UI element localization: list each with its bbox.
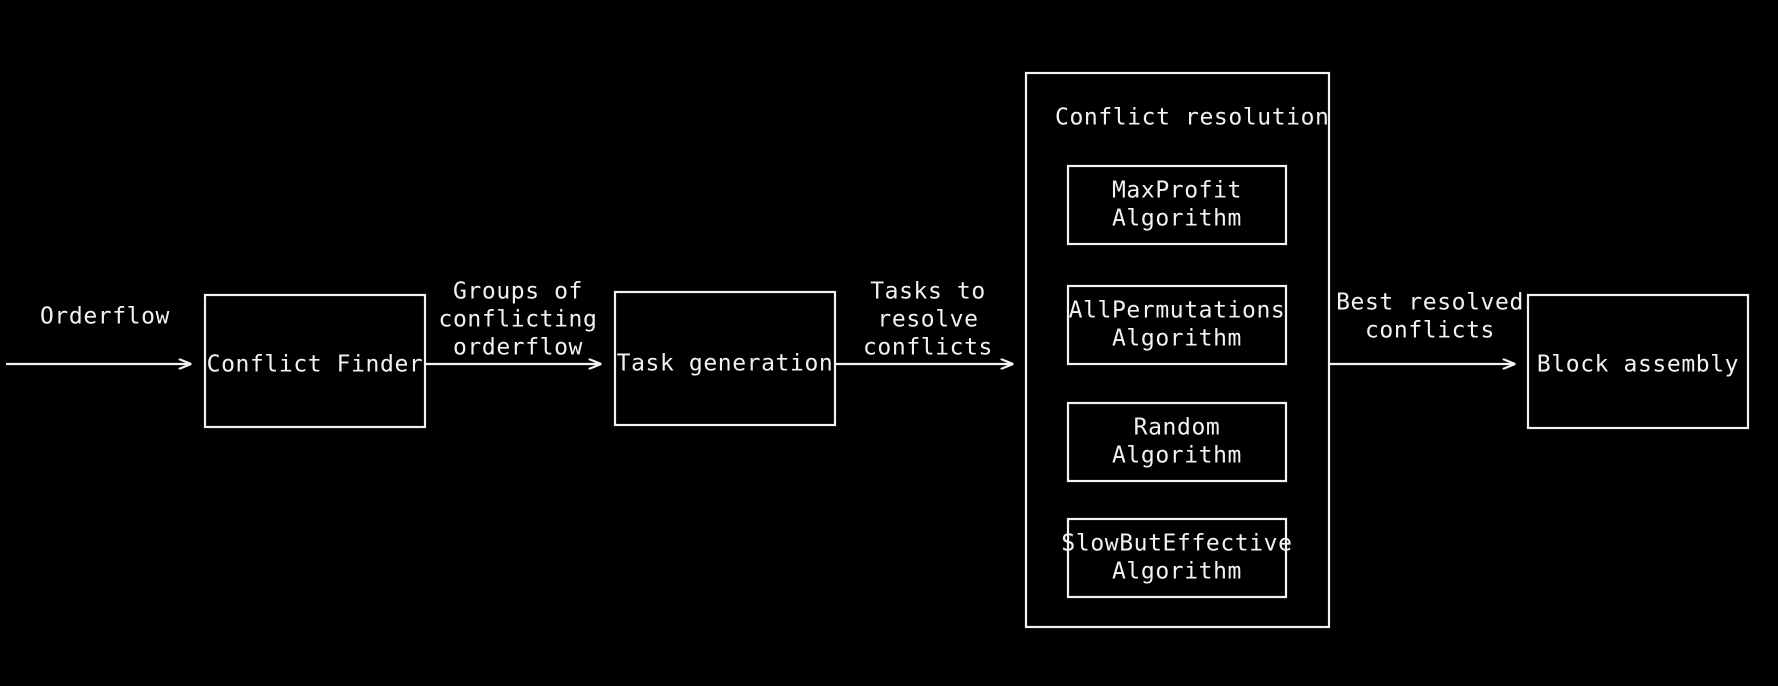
algorithm-box-slowbuteffective-line-2: Algorithm [1112,559,1242,585]
edge-groups-of-conflicting-orderflow: Groups of conflicting orderflow [425,279,601,365]
edge-groups-label-line-1: Groups of [453,279,583,305]
node-conflict-finder-box[interactable] [203,293,427,429]
algorithm-box-slowbuteffective-rect[interactable] [1066,517,1288,599]
algorithm-box-allpermutations-rect[interactable] [1066,284,1288,366]
edge-best-resolved-conflicts: Best resolved conflicts [1329,290,1524,365]
algorithm-box-slowbuteffective[interactable]: SlowButEffective Algorithm [1061,517,1292,599]
edge-orderflow-label-line-1: Orderflow [40,304,170,330]
group-conflict-resolution[interactable]: Conflict resolution MaxProfit Algorithm … [1024,71,1331,629]
group-conflict-resolution-box[interactable] [1024,71,1331,629]
node-block-assembly-label: Block assembly [1537,352,1739,378]
edge-groups-label-line-2: conflicting [439,307,598,333]
algorithm-box-allpermutations-line-1: AllPermutations [1069,298,1286,324]
algorithm-box-allpermutations[interactable]: AllPermutations Algorithm [1066,284,1288,366]
algorithm-box-random[interactable]: Random Algorithm [1066,401,1288,483]
node-block-assembly-box[interactable] [1526,293,1750,430]
algorithm-box-maxprofit-rect[interactable] [1066,164,1288,246]
edge-tasks-label-line-1: Tasks to [870,279,986,305]
edge-best-label-line-1: Best resolved [1336,290,1524,316]
edge-tasks-label-line-3: conflicts [863,335,993,361]
edge-groups-label-line-3: orderflow [453,335,583,361]
edge-tasks-label-line-2: resolve [877,307,978,333]
edge-tasks-to-resolve-conflicts: Tasks to resolve conflicts [835,279,1013,365]
algorithm-box-random-line-1: Random [1134,415,1221,441]
group-conflict-resolution-title: Conflict resolution [1055,105,1330,131]
edge-best-label-line-2: conflicts [1365,318,1495,344]
algorithm-box-random-line-2: Algorithm [1112,443,1242,469]
algorithm-box-maxprofit[interactable]: MaxProfit Algorithm [1066,164,1288,246]
node-block-assembly[interactable]: Block assembly [1526,293,1750,430]
node-task-generation-box[interactable] [613,290,837,427]
node-conflict-finder-label: Conflict Finder [207,352,424,378]
edge-orderflow: Orderflow [6,304,191,365]
algorithm-box-maxprofit-line-1: MaxProfit [1112,178,1242,204]
algorithm-box-slowbuteffective-line-1: SlowButEffective [1061,531,1292,557]
algorithm-box-random-rect[interactable] [1066,401,1288,483]
node-task-generation-label: Task generation [617,351,834,377]
algorithm-box-maxprofit-line-2: Algorithm [1112,206,1242,232]
node-conflict-finder[interactable]: Conflict Finder [203,293,427,429]
algorithm-box-allpermutations-line-2: Algorithm [1112,326,1242,352]
node-task-generation[interactable]: Task generation [613,290,837,427]
